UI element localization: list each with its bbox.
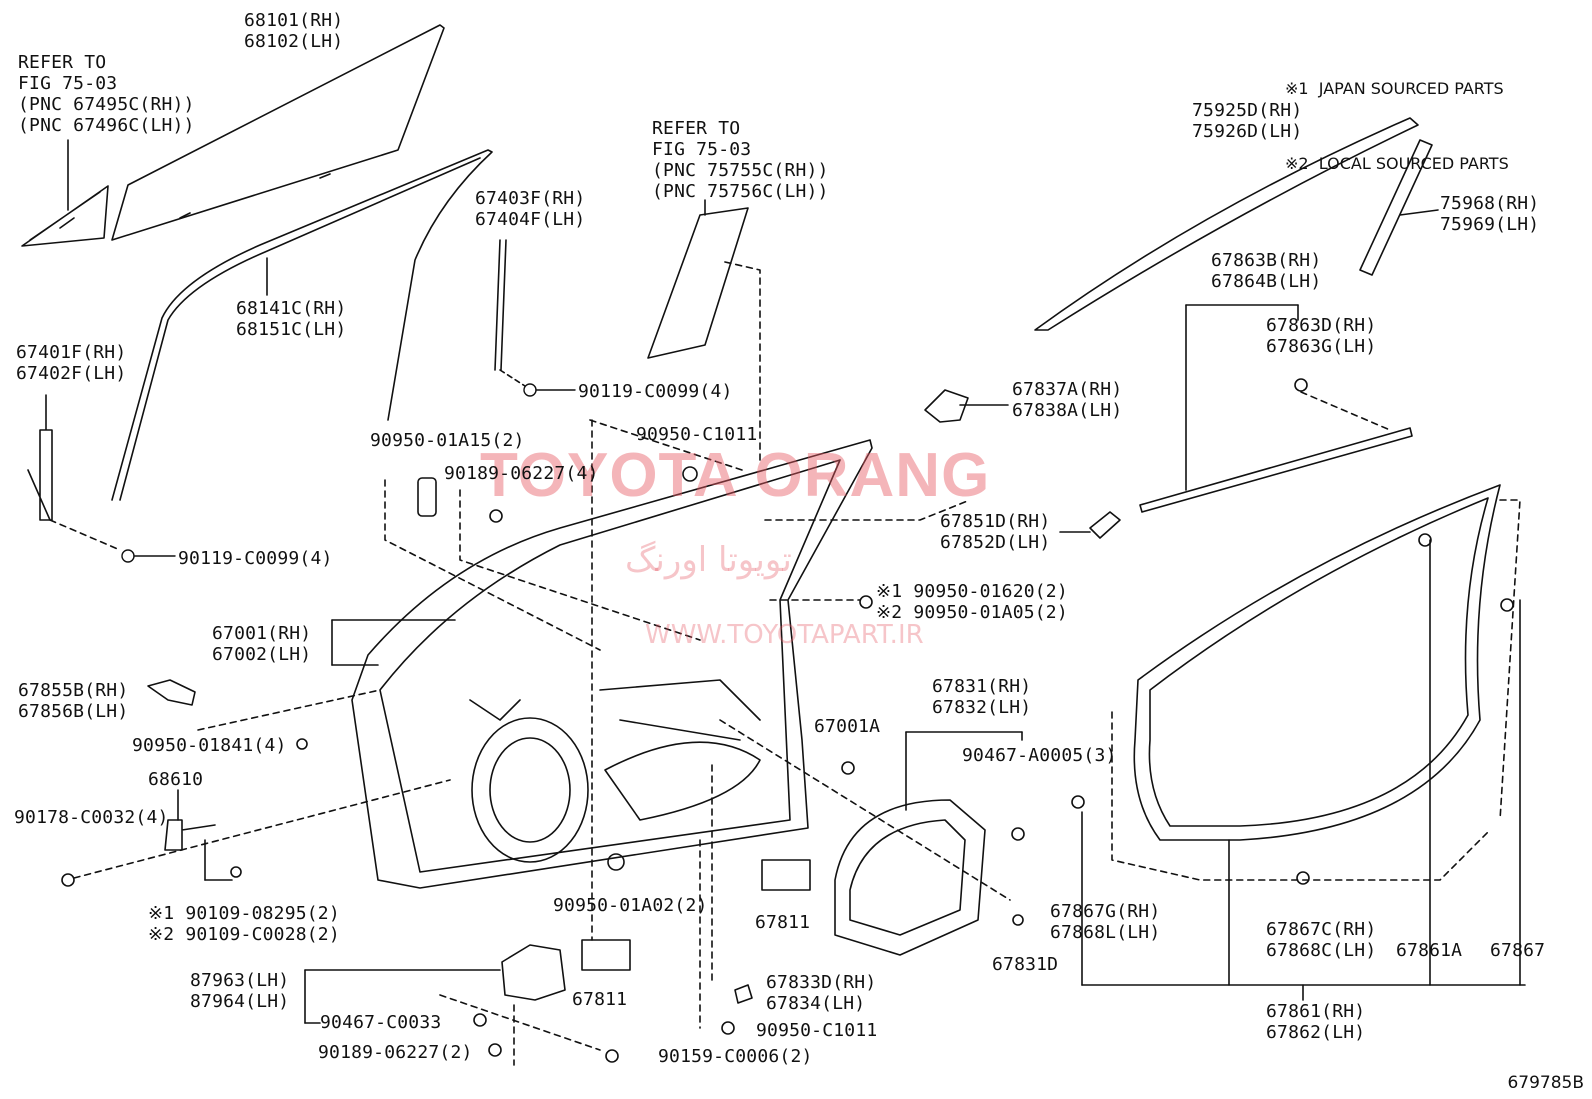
callout-90950-01a02[interactable]: 90950-01A02(2) [553,895,708,916]
front-door-panel [351,439,873,889]
diagram-code: 679785B [1507,1073,1584,1093]
callout-67811-right[interactable]: 67811 [755,912,811,933]
callout-90950-01a15[interactable]: 90950-01A15(2) [370,430,525,451]
legend-japan: ※1 JAPAN SOURCED PARTS [1285,79,1504,98]
callout-68610[interactable]: 68610 [148,769,204,790]
callout-90189-06227-lower[interactable]: 90189-06227(2) [318,1042,473,1063]
callout-68141c[interactable]: 68141C(RH)68151C(LH) [236,298,347,340]
door-hinge [164,819,216,851]
callout-67833d[interactable]: 67833D(RH)67834(LH) [766,972,877,1014]
rear-lower-sash [494,239,507,371]
source-legend: ※1 JAPAN SOURCED PARTS ※2 LOCAL SOURCED … [1285,26,1509,201]
caution-label-a [761,859,811,891]
callout-90950-01620[interactable]: ※1 90950-01620(2)※2 90950-01A05(2) [876,581,1068,623]
callout-67863d[interactable]: 67863D(RH)67863G(LH) [1266,315,1377,357]
glass-run-channel [111,149,493,501]
callout-90119-c0099-lower[interactable]: 90119-C0099(4) [178,548,333,569]
belt-moulding-upper [1034,117,1419,331]
clip-67001a [841,761,855,775]
door-opening-weatherstrip [1133,484,1501,841]
callout-68101[interactable]: 68101(RH)68102(LH) [244,10,344,52]
door-glass [111,24,445,241]
caution-label-b [581,939,631,971]
rear-pillar-garnish [1359,139,1433,276]
bolt-90119-a [121,549,176,563]
watermark-text: TOYOTA ORANG [480,441,991,510]
callout-75925d[interactable]: 75925D(RH)75926D(LH) [1192,100,1303,142]
callout-67831d[interactable]: 67831D [992,954,1059,975]
clip-90950-01620 [859,595,873,609]
door-lock-motor [501,944,566,1001]
callout-90159-c0006[interactable]: 90159-C0006(2) [658,1046,813,1067]
callout-90467-a0005[interactable]: 90467-A0005(3) [962,745,1117,766]
callout-67001a[interactable]: 67001A [814,716,881,737]
callout-67867g[interactable]: 67867G(RH)67868L(LH) [1050,901,1161,943]
callout-67837a[interactable]: 67837A(RH)67838A(LH) [1012,379,1123,421]
clip-90950-c1011 [682,466,698,482]
callout-67861a[interactable]: 67861A [1396,940,1463,961]
door-check [147,679,196,706]
handle-base [924,389,969,423]
callout-90178-c0032[interactable]: 90178-C0032(4) [14,807,169,828]
bolt-90119-b [523,383,576,397]
callout-67855b[interactable]: 67855B(RH)67856B(LH) [18,680,129,722]
callout-67851d[interactable]: 67851D(RH)67852D(LH) [940,511,1051,553]
legend-local: ※2 LOCAL SOURCED PARTS [1285,154,1509,173]
mirror-corner-piece [21,185,109,247]
callout-67403f[interactable]: 67403F(RH)67404F(LH) [475,188,586,230]
belt-weatherstrip [1139,427,1413,513]
callout-67861[interactable]: 67861(RH)67862(LH) [1266,1001,1366,1043]
callout-67867[interactable]: 67867 [1490,940,1546,961]
door-frame-garnish [647,207,749,359]
callout-67401f[interactable]: 67401F(RH)67402F(LH) [16,342,127,384]
callout-87963[interactable]: 87963(LH)87964(LH) [190,970,290,1012]
callout-90119-c0099-upper[interactable]: 90119-C0099(4) [578,381,733,402]
callout-90467-c0033[interactable]: 90467-C0033 [320,1012,442,1033]
door-trim-clip [734,984,753,1004]
callout-90109-08295[interactable]: ※1 90109-08295(2)※2 90109-C0028(2) [148,903,340,945]
bolt-90189 [489,509,503,523]
callout-90189-06227-upper[interactable]: 90189-06227(4) [444,463,599,484]
callout-67831[interactable]: 67831(RH)67832(LH) [932,676,1032,718]
callout-90950-01841[interactable]: 90950-01841(4) [132,735,287,756]
clip-90950-01841 [296,738,308,750]
callout-67863b[interactable]: 67863B(RH)67864B(LH) [1211,250,1322,292]
callout-67867c[interactable]: 67867C(RH)67868C(LH) [1266,919,1377,961]
hole-plug-90950-01a15 [417,477,437,517]
callout-67811-left[interactable]: 67811 [572,989,628,1010]
watermark-url: WWW.TOYOTAPART.IR [645,620,924,650]
callout-67001[interactable]: 67001(RH)67002(LH) [212,623,312,665]
callout-75968[interactable]: 75968(RH)75969(LH) [1440,193,1540,235]
callout-90950-c1011-upper[interactable]: 90950-C1011 [636,424,758,445]
front-lower-sash [27,394,53,521]
callout-90950-c1011-lower[interactable]: 90950-C1011 [756,1020,878,1041]
service-hole-cover [834,799,986,956]
weatherstrip-end [1089,511,1121,539]
watermark-persian: تویوتا اورنگ [625,540,792,580]
